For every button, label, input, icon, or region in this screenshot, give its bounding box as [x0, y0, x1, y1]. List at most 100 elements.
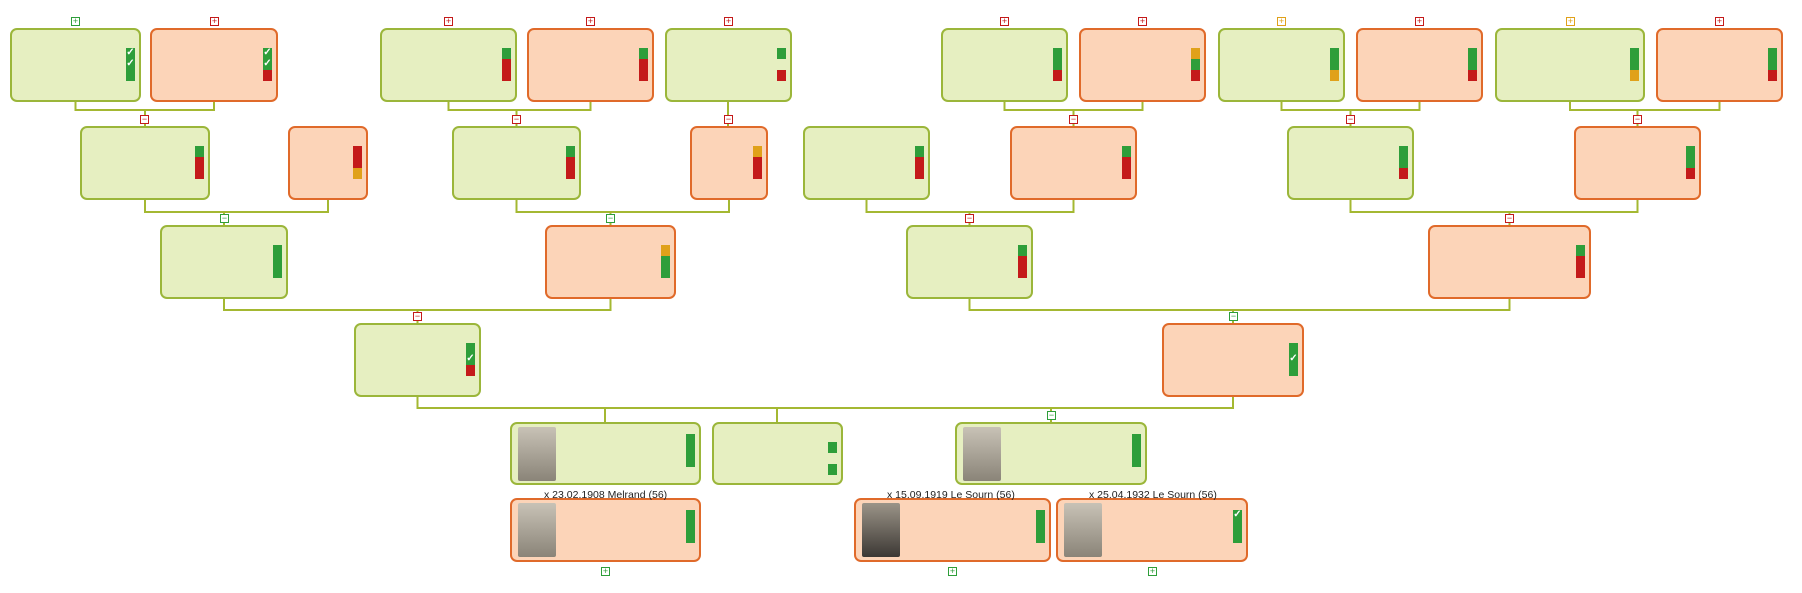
person-card[interactable] [1656, 28, 1783, 102]
person-card[interactable] [712, 422, 843, 485]
person-card[interactable]: ✓ [354, 323, 481, 397]
source-ok-indicator [1233, 521, 1242, 532]
source-ok-indicator [1132, 445, 1141, 456]
person-card[interactable] [1010, 126, 1137, 200]
source-missing-indicator [1191, 70, 1200, 81]
source-ok-indicator [1686, 157, 1695, 168]
expand-ancestors-toggle[interactable]: + [586, 16, 595, 26]
source-missing-indicator [1686, 168, 1695, 179]
person-card[interactable] [160, 225, 288, 299]
expand-ancestors-toggle[interactable]: + [1415, 16, 1424, 26]
collapse-toggle[interactable]: − [1633, 114, 1642, 124]
person-card[interactable] [1495, 28, 1645, 102]
person-card[interactable] [1079, 28, 1206, 102]
expand-ancestors-toggle[interactable]: + [724, 16, 733, 26]
expand-descendants-toggle[interactable]: + [1148, 566, 1157, 576]
person-card[interactable] [452, 126, 581, 200]
person-card[interactable] [80, 126, 210, 200]
person-card[interactable] [955, 422, 1147, 485]
source-ok-indicator [1053, 59, 1062, 70]
source-indicators: ✓ [1289, 343, 1298, 376]
person-card[interactable]: ✓✓ [150, 28, 278, 102]
source-ok-indicator [1468, 59, 1477, 70]
source-ok-indicator [1122, 146, 1131, 157]
person-text [558, 424, 685, 428]
source-ok-indicator [466, 343, 475, 354]
source-indicators [661, 245, 670, 278]
source-indicators [353, 146, 362, 179]
source-missing-indicator [353, 157, 362, 168]
person-card[interactable] [288, 126, 368, 200]
person-card[interactable]: ✓✓ [10, 28, 141, 102]
collapse-toggle[interactable]: − [1229, 311, 1238, 321]
expand-ancestors-toggle[interactable]: + [210, 16, 219, 26]
source-ok-indicator [1036, 532, 1045, 543]
person-card[interactable] [665, 28, 792, 102]
source-uncertain-indicator [1630, 70, 1639, 81]
person-card[interactable] [545, 225, 676, 299]
couple-connector [74, 102, 215, 111]
expand-ancestors-toggle[interactable]: + [1277, 16, 1286, 26]
expand-descendants-toggle[interactable]: + [948, 566, 957, 576]
collapse-toggle[interactable]: − [1069, 114, 1078, 124]
source-missing-indicator [1576, 267, 1585, 278]
source-ok-indicator [1576, 245, 1585, 256]
expand-descendants-toggle[interactable]: + [601, 566, 610, 576]
person-card[interactable] [1218, 28, 1345, 102]
couple-connector [515, 200, 730, 213]
person-card[interactable] [510, 422, 701, 485]
collapse-toggle[interactable]: − [512, 114, 521, 124]
portrait-photo [862, 503, 900, 557]
source-indicators [566, 146, 575, 179]
person-text [805, 128, 914, 132]
expand-ancestors-toggle[interactable]: + [1138, 16, 1147, 26]
person-card[interactable] [1287, 126, 1414, 200]
collapse-toggle[interactable]: − [1505, 213, 1514, 223]
person-card[interactable] [1356, 28, 1483, 102]
person-card[interactable] [1574, 126, 1701, 200]
couple-connector [416, 397, 1234, 409]
person-text [1430, 227, 1575, 231]
person-card[interactable] [527, 28, 654, 102]
source-missing-indicator [639, 59, 648, 70]
source-ok-indicator [639, 48, 648, 59]
person-card[interactable]: ✓ [1056, 498, 1248, 562]
source-missing-indicator [1768, 70, 1777, 81]
person-card[interactable] [803, 126, 930, 200]
marriage-label-francois-marie-josephe: x 15.09.1919 Le Sourn (56) [887, 489, 1015, 501]
life-event [290, 145, 352, 158]
collapse-toggle[interactable]: − [1047, 410, 1056, 420]
person-text [1164, 325, 1288, 329]
collapse-toggle[interactable]: − [606, 213, 615, 223]
person-card[interactable] [1428, 225, 1591, 299]
source-ok-indicator [661, 267, 670, 278]
source-missing-indicator [1468, 70, 1477, 81]
source-ok-indicator [777, 48, 786, 59]
collapse-toggle[interactable]: − [220, 213, 229, 223]
expand-ancestors-toggle[interactable]: + [1566, 16, 1575, 26]
source-missing-indicator [753, 157, 762, 168]
person-card[interactable] [510, 498, 701, 562]
collapse-toggle[interactable]: − [140, 114, 149, 124]
source-checkmark-icon: ✓ [1289, 353, 1298, 365]
expand-ancestors-toggle[interactable]: + [1000, 16, 1009, 26]
person-card[interactable] [854, 498, 1051, 562]
source-checkmark-icon: ✓ [126, 47, 135, 59]
collapse-toggle[interactable]: − [724, 114, 733, 124]
expand-ancestors-toggle[interactable]: + [1715, 16, 1724, 26]
person-card[interactable] [941, 28, 1068, 102]
source-checkmark-icon: ✓ [263, 58, 272, 70]
source-missing-indicator [195, 157, 204, 168]
expand-ancestors-toggle[interactable]: + [444, 16, 453, 26]
person-card[interactable] [906, 225, 1033, 299]
person-card[interactable]: ✓ [1162, 323, 1304, 397]
collapse-toggle[interactable]: − [413, 311, 422, 321]
source-indicators: ✓✓ [263, 47, 272, 81]
couple-connector [1280, 102, 1421, 111]
person-card[interactable] [690, 126, 768, 200]
expand-ancestors-toggle[interactable]: + [71, 16, 80, 26]
collapse-toggle[interactable]: − [1346, 114, 1355, 124]
person-card[interactable] [380, 28, 517, 102]
source-indicators [1686, 146, 1695, 179]
collapse-toggle[interactable]: − [965, 213, 974, 223]
